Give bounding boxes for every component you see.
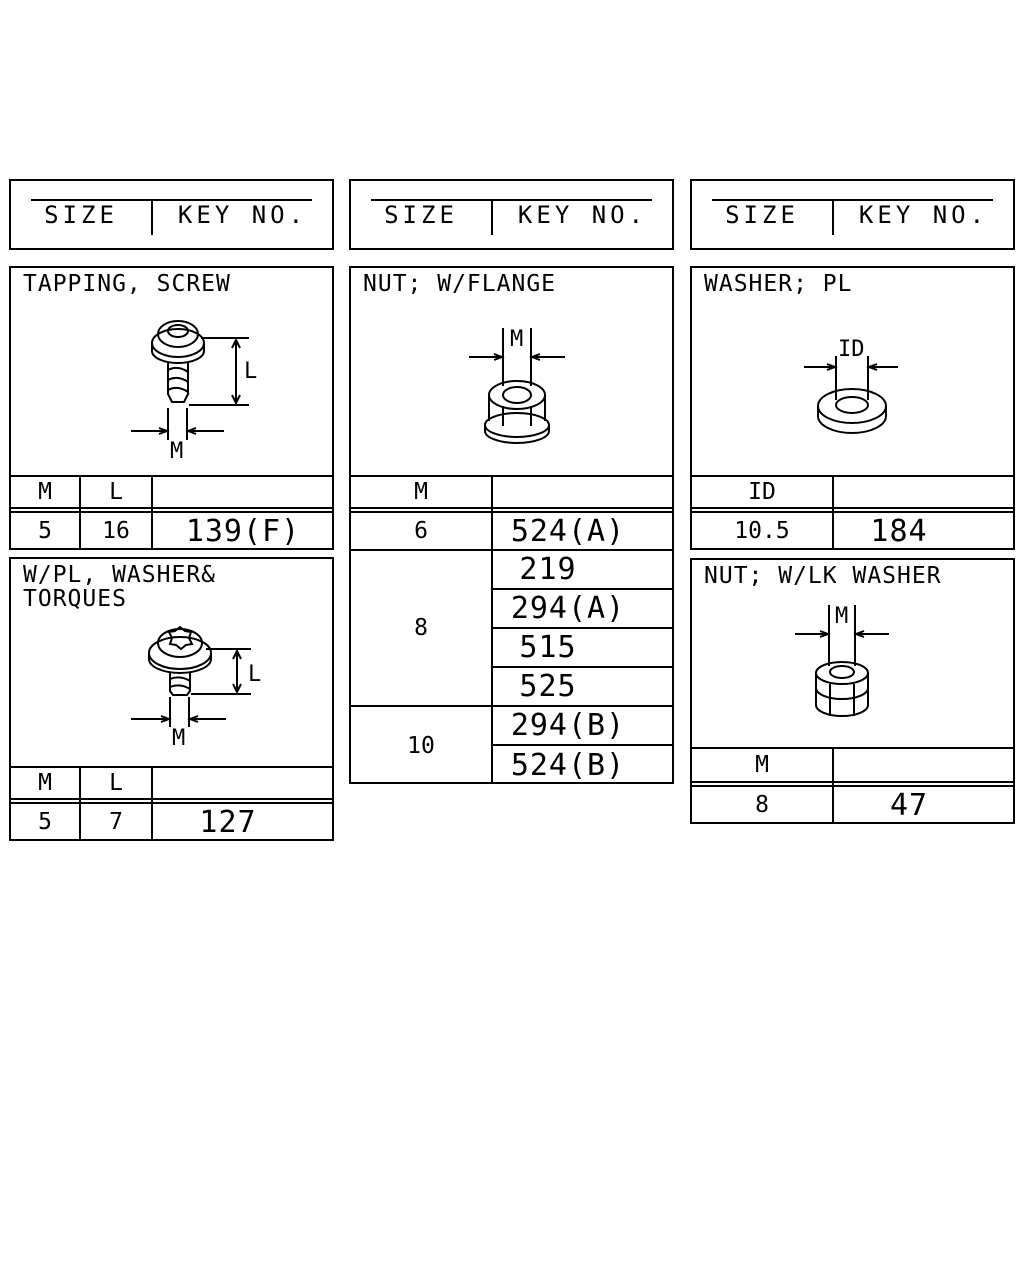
header-key-label: KEY NO. [858,201,989,229]
divider [151,766,153,841]
row-key-no: 294(A) [510,591,626,626]
divider [491,744,672,746]
col-m-label: M [755,752,769,778]
divider [11,475,332,477]
divider [832,747,834,824]
torques-screw-title: W/PL, WASHER& TORQUES [23,562,217,612]
divider [351,705,672,707]
row-l-value: 16 [102,518,130,544]
header-col2: SIZE KEY NO. [349,179,674,250]
nut-lk-washer-title: NUT; W/LK WASHER [704,563,942,589]
col-m-label: M [38,479,52,505]
washer-pl-panel: WASHER; PL ID ID 10.5 184 [690,266,1015,550]
header-size-label: SIZE [384,201,458,229]
divider [692,747,1013,749]
row-l-value: 7 [109,809,123,835]
washer-pl-title: WASHER; PL [704,271,853,297]
header-rule [31,199,312,201]
divider [491,475,493,784]
divider [692,475,1013,477]
divider [351,511,672,513]
nut-flange-panel: NUT; W/FLANGE M M 6 524(A) 8 219 294(A) … [349,266,674,784]
divider [832,475,834,550]
group-m-value: 10 [407,732,435,759]
header-col1: SIZE KEY NO. [9,179,334,250]
row-m-value: 5 [38,518,52,544]
nut-flange-title: NUT; W/FLANGE [363,271,557,297]
divider [79,475,81,550]
tapping-screw-title: TAPPING, SCREW [23,271,231,297]
row-m-value: 8 [755,792,769,818]
header-col3: SIZE KEY NO. [690,179,1015,250]
group-m-value: 6 [414,518,428,544]
torques-screw-icon: L M [11,559,261,751]
divider [351,507,672,509]
divider [11,798,332,800]
row-id-value: 10.5 [734,518,790,544]
divider [692,511,1013,513]
plain-washer-dim-id: ID [838,337,865,362]
row-m-value: 5 [38,809,52,835]
row-key-no: 515 [519,630,577,665]
divider [351,475,672,477]
plain-washer-icon: ID [692,337,1017,478]
col-l-label: L [109,479,123,505]
divider [79,766,81,841]
divider [491,666,672,668]
header-separator [491,201,493,235]
row-key-no: 524(A) [510,513,626,549]
header-separator [151,201,153,235]
tapping-screw-panel: TAPPING, SCREW L M M L 5 16 139(F) [9,266,334,550]
divider [491,627,672,629]
row-key-no: 294(B) [510,708,626,743]
divider [11,507,332,509]
divider [692,785,1013,787]
row-key-no: 219 [519,552,577,587]
torques-screw-dim-m: M [172,726,185,751]
divider [351,549,672,551]
torques-screw-panel: W/PL, WASHER& TORQUES L M M L 5 7 127 [9,557,334,841]
tapping-screw-icon: L M [11,268,257,464]
divider [11,802,332,804]
group-m-value: 8 [414,615,428,641]
header-size-label: SIZE [725,201,799,229]
col-l-label: L [109,770,123,796]
col-m-label: M [38,770,52,796]
tapping-screw-dim-m: M [170,439,183,464]
row-key-no: 184 [870,513,928,549]
row-key-no: 525 [519,669,577,704]
divider [11,766,332,768]
row-key-no: 524(B) [510,747,626,783]
lock-washer-nut-icon: M [692,604,1017,750]
flange-nut-icon: M [351,327,676,478]
torques-screw-dim-l: L [248,662,261,687]
divider [151,475,153,550]
header-rule [712,199,993,201]
lock-washer-nut-dim-m: M [835,604,848,629]
divider [692,781,1013,783]
divider [692,507,1013,509]
col-m-label: M [414,479,428,505]
header-size-label: SIZE [44,201,118,229]
row-key-no: 139(F) [185,513,301,549]
row-key-no: 47 [889,787,929,823]
tapping-screw-dim-l: L [244,359,257,384]
col-id-label: ID [748,479,776,505]
nut-lk-washer-panel: NUT; W/LK WASHER M M 8 47 [690,558,1015,824]
header-key-label: KEY NO. [517,201,648,229]
header-key-label: KEY NO. [177,201,308,229]
flange-nut-dim-m: M [510,327,523,352]
divider [11,511,332,513]
header-rule [371,199,652,201]
row-key-no: 127 [199,804,257,840]
header-separator [832,201,834,235]
divider [491,588,672,590]
